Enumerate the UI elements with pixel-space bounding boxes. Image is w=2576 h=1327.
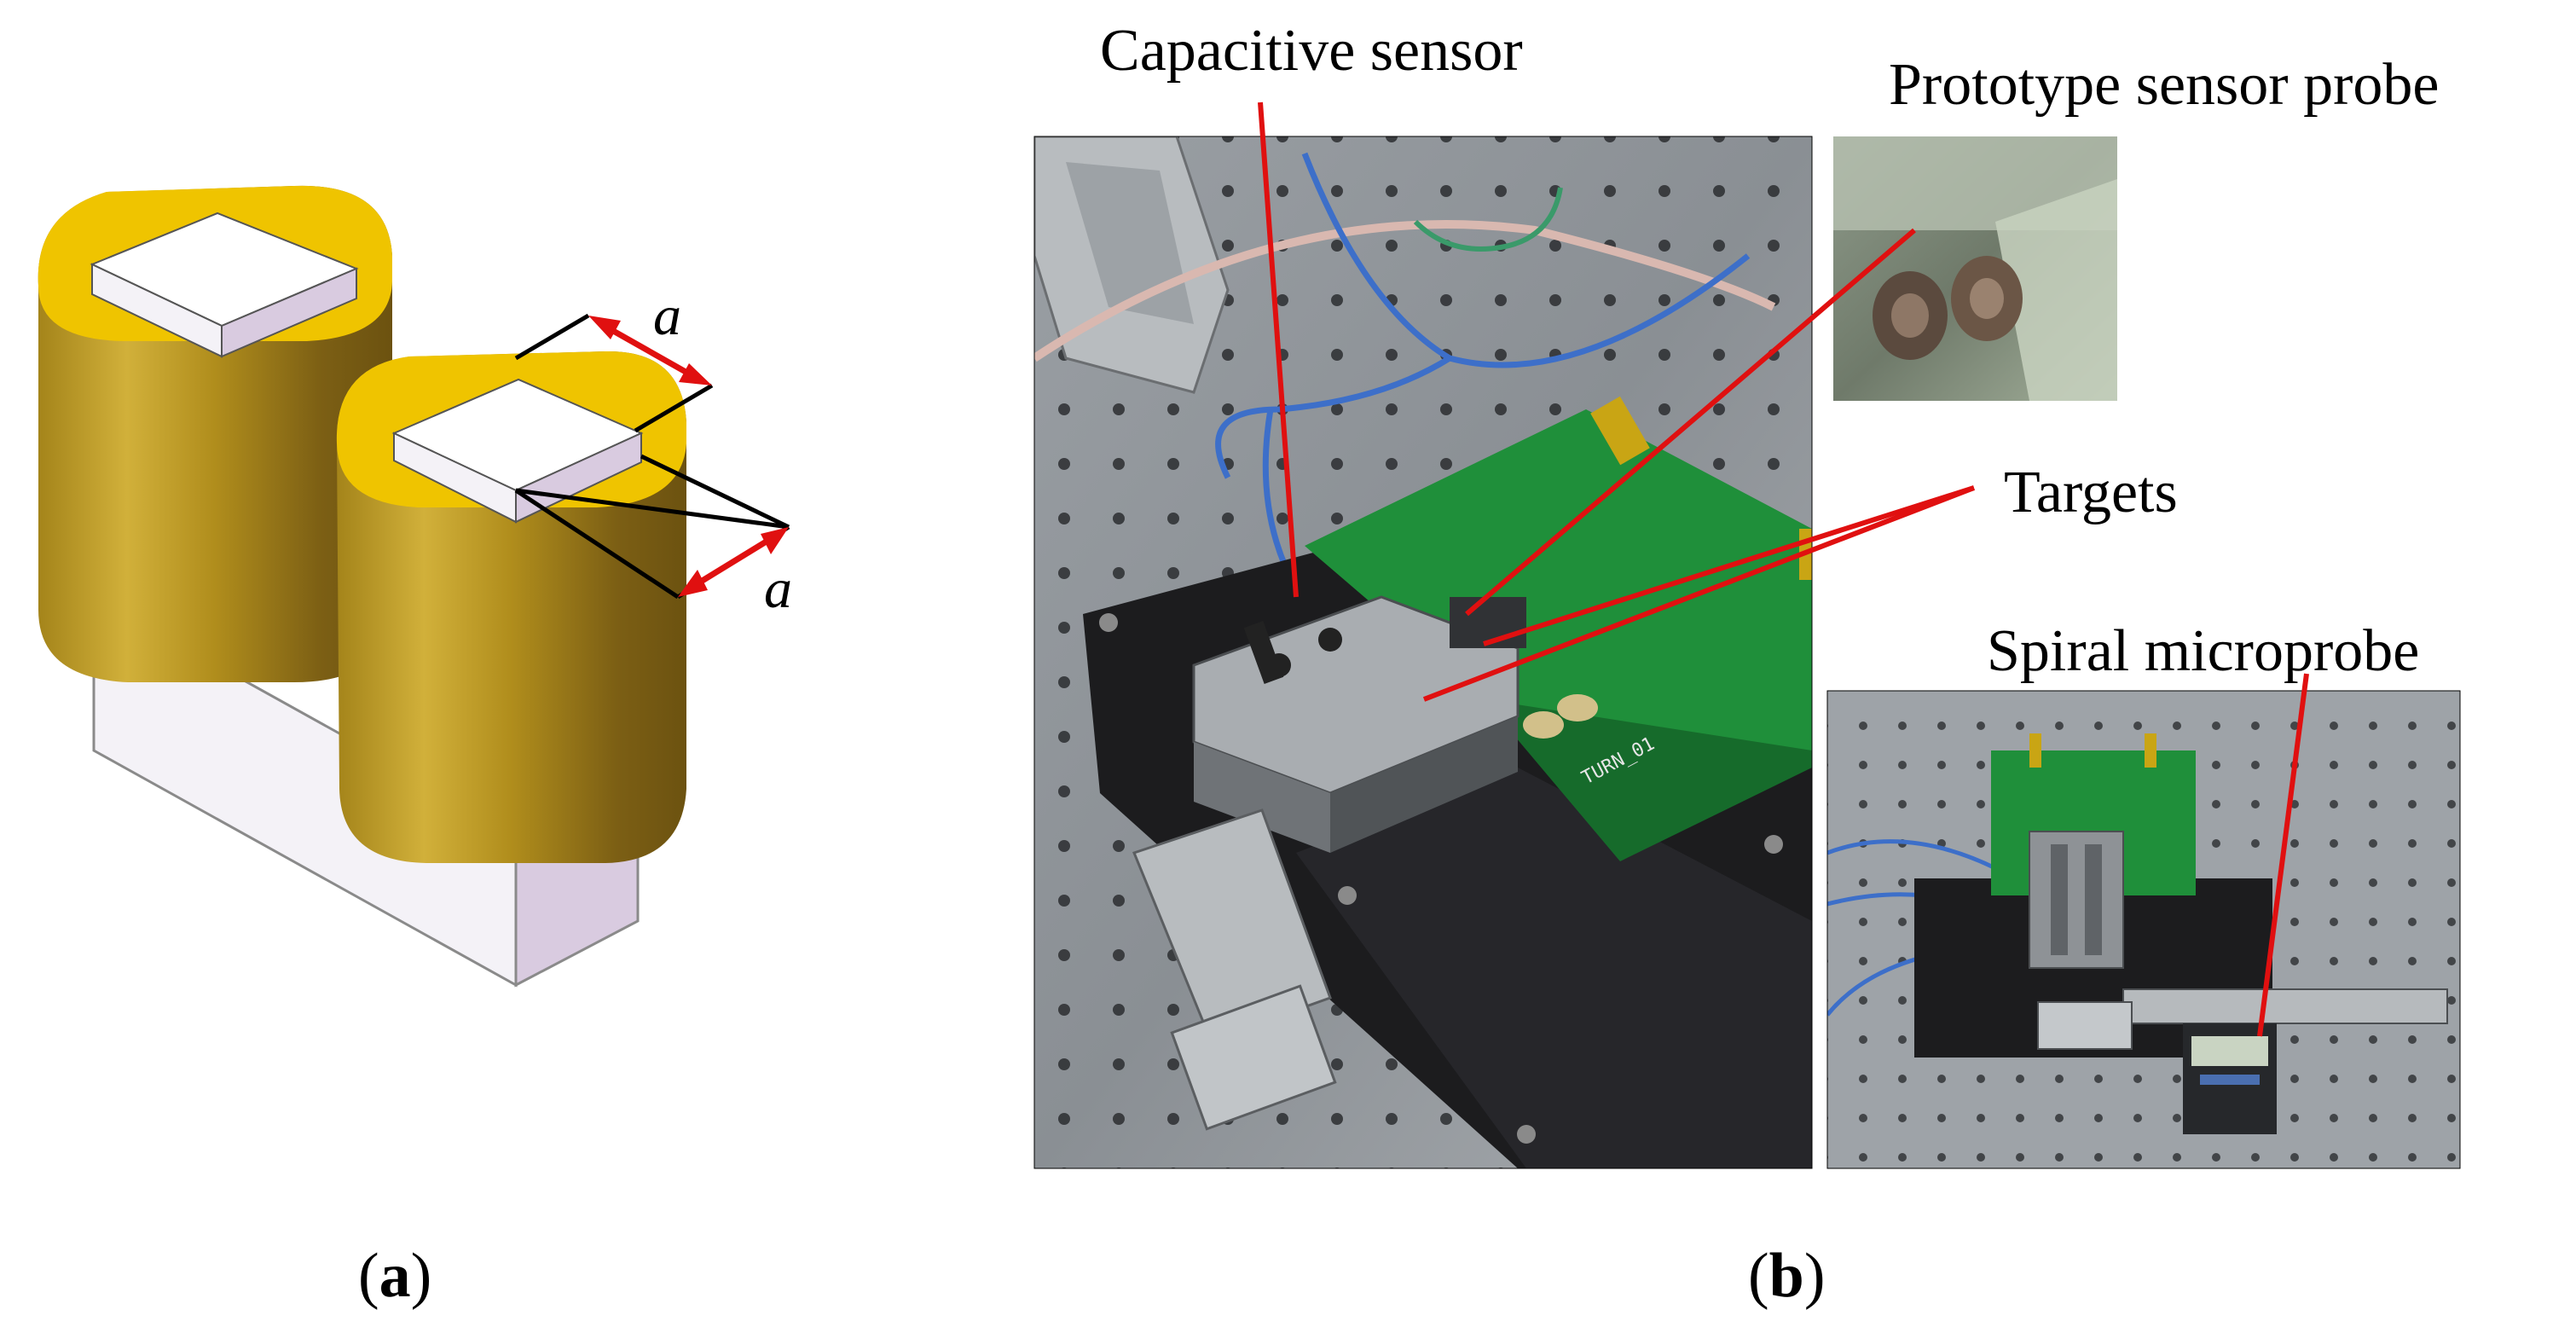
callout-prototype-sensor-probe: Prototype sensor probe: [1889, 52, 2439, 118]
callout-capacitive-sensor: Capacitive sensor: [1100, 18, 1523, 84]
photo-main-setup: TURN_01: [1034, 136, 1812, 1168]
dimension-label-side: a: [764, 558, 792, 620]
callout-targets: Targets: [2004, 460, 2178, 525]
dimension-label-top: a: [653, 285, 681, 347]
panel-label-b: (b): [1748, 1241, 1825, 1311]
leader-spiral-microprobe: [2257, 673, 2309, 1037]
dimension-arrow-top: [588, 316, 712, 385]
photo-inset-microprobe-border: [1826, 690, 2461, 1169]
panel-label-a: (a): [358, 1241, 431, 1311]
coil-right: [336, 351, 686, 864]
leader-capacitive-sensor: [1258, 101, 1299, 598]
leader-target-2: [1483, 485, 1975, 646]
panel-a-coil-diagram: a a: [38, 185, 792, 988]
photo-main-border: [1033, 136, 1813, 1169]
leader-prototype-probe: [1465, 228, 1916, 617]
coil-left: [38, 185, 392, 683]
photo-inset-microprobe-setup: [1827, 691, 2460, 1168]
dimension-arrow-side: [678, 527, 789, 597]
callout-spiral-microprobe: Spiral microprobe: [1987, 618, 2419, 684]
photo-inset-probe: [1833, 136, 2117, 401]
leader-target-1: [1422, 485, 1976, 702]
callout-leader-lines: [1258, 101, 2309, 1037]
